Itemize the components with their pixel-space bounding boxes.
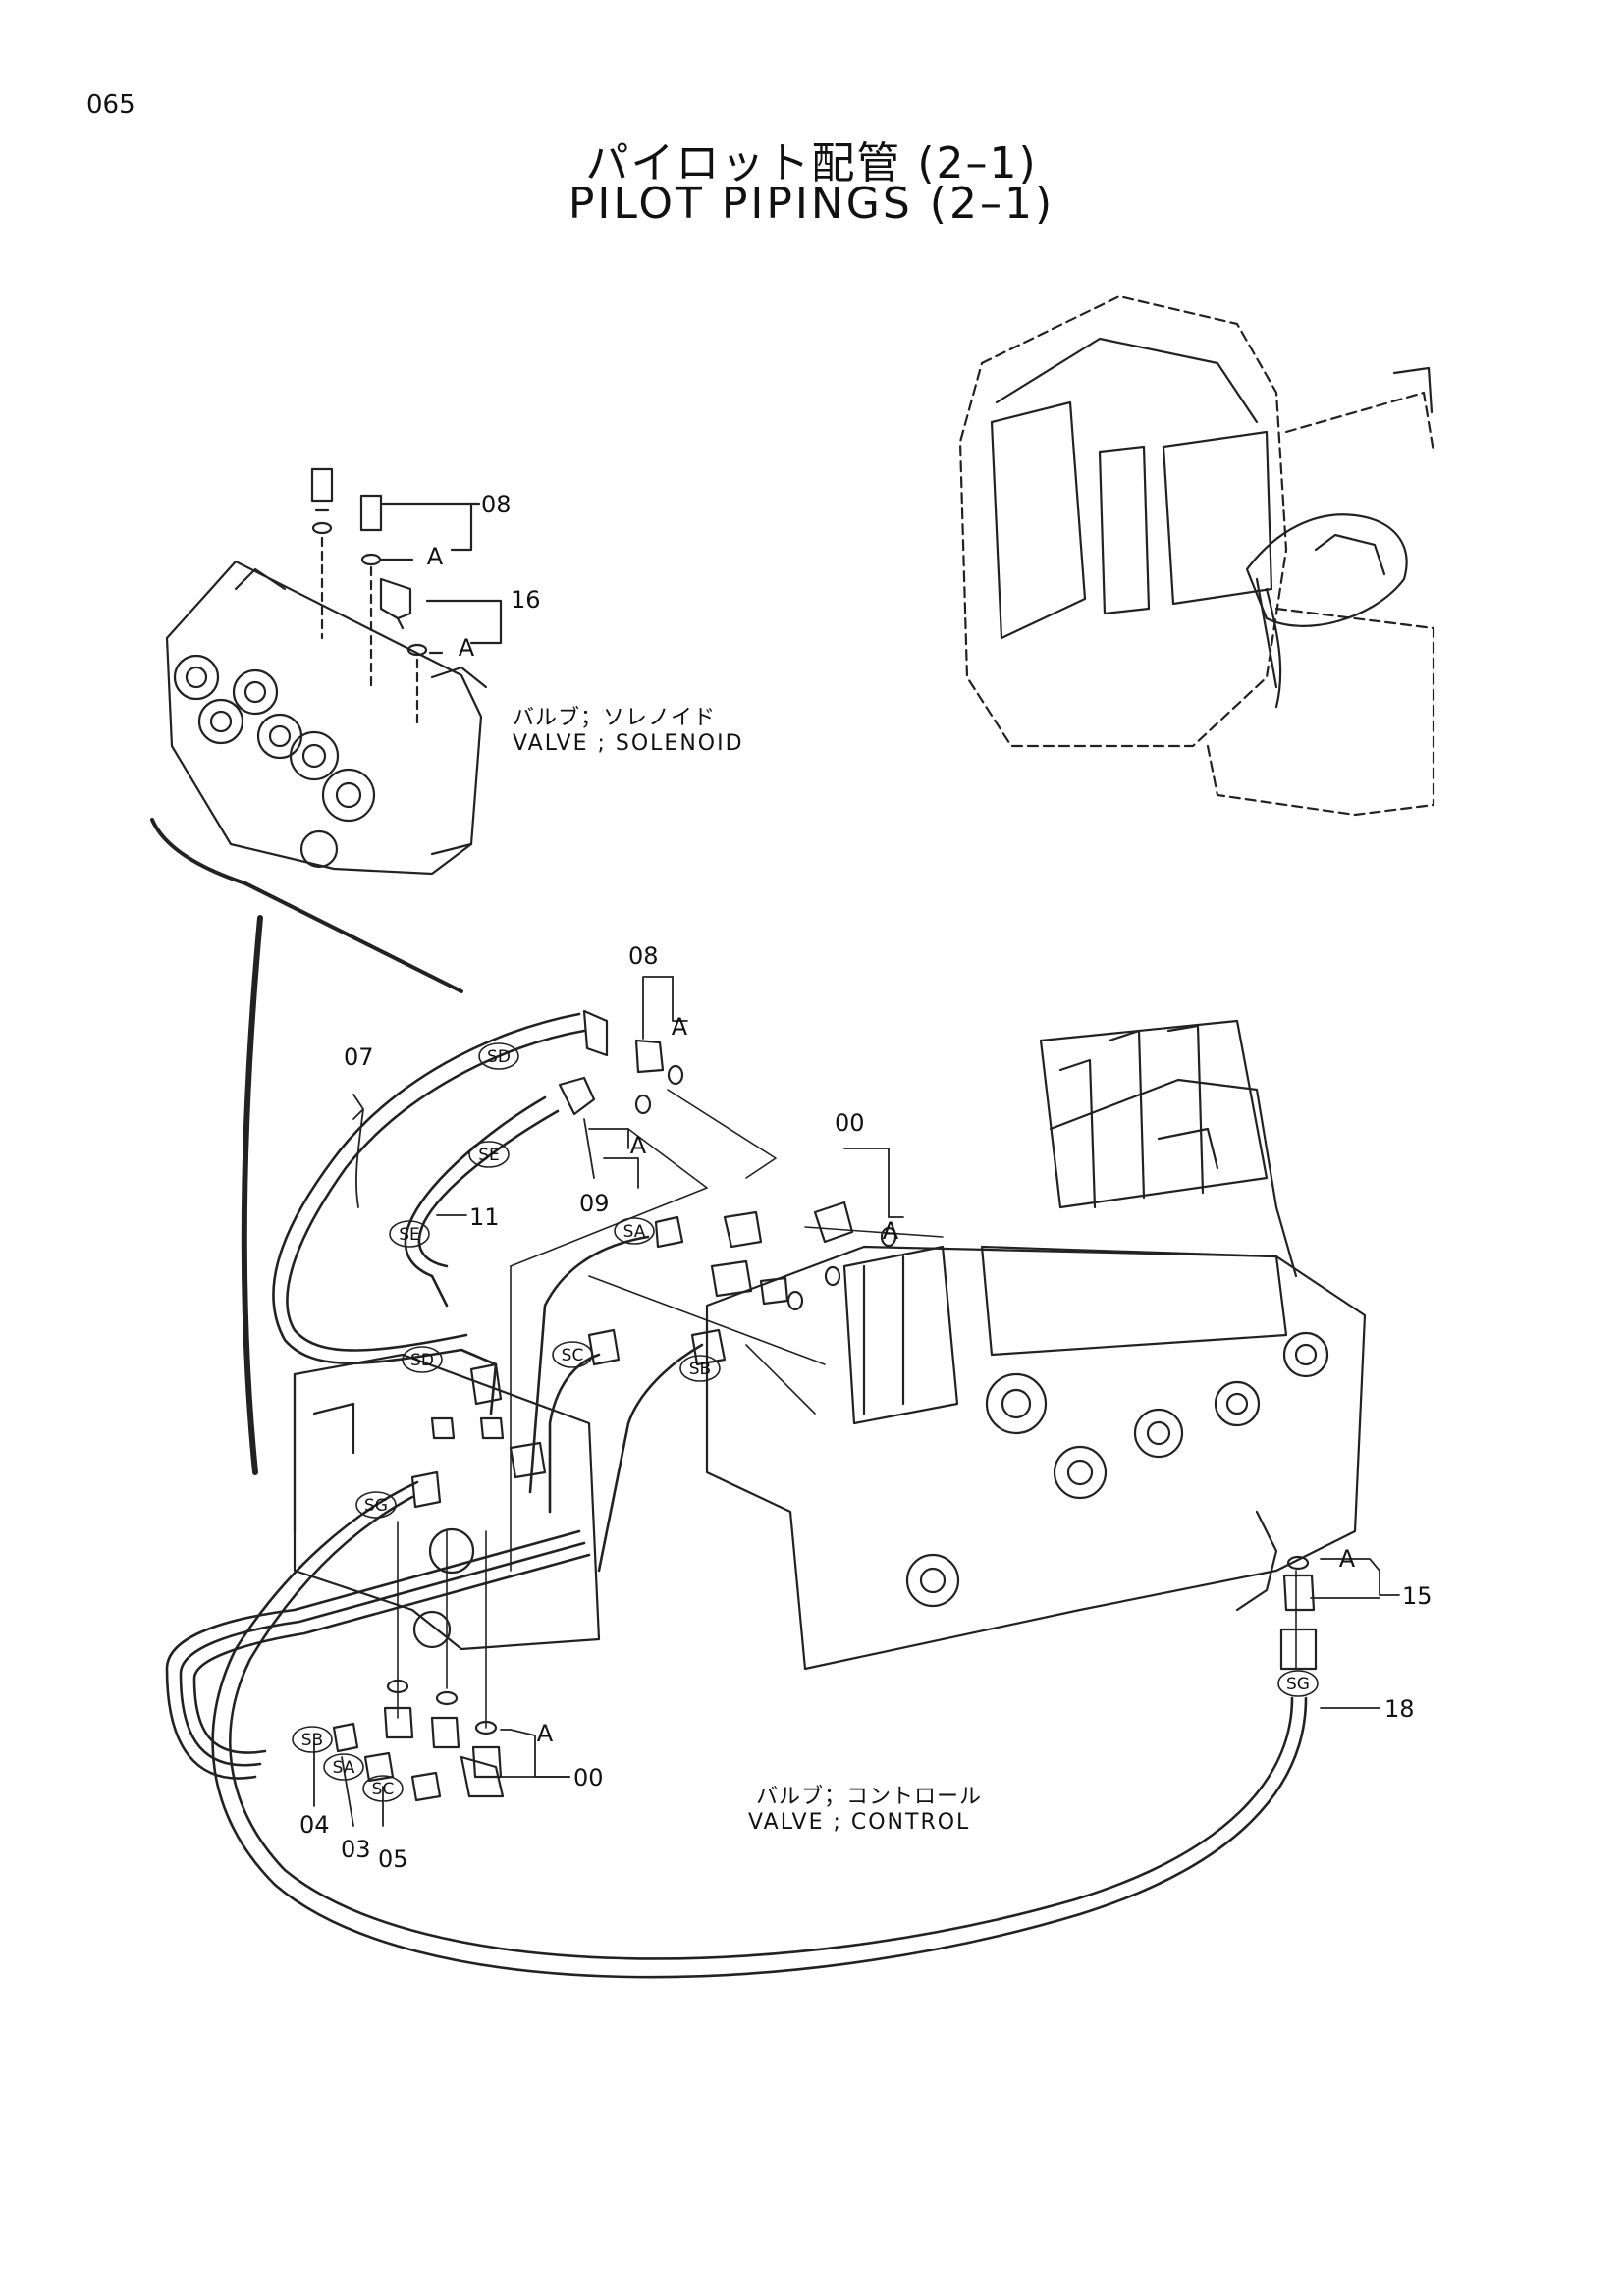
a-tag: A xyxy=(672,1013,688,1041)
callout-16: 16 xyxy=(511,586,541,614)
fittings xyxy=(332,1009,1318,1802)
hose-tag-sd: SD xyxy=(487,1047,511,1067)
a-tag: A xyxy=(537,1720,554,1747)
hose-tag-se: SE xyxy=(399,1225,420,1245)
solenoid-valve-illustration xyxy=(165,467,503,876)
hose-tag-sg: SG xyxy=(364,1496,388,1516)
hose-tag-labels: SD SE SE SA SC SB SD SG SG SB SA SC xyxy=(301,1047,1310,1799)
a-tag: A xyxy=(459,634,475,662)
solenoid-valve-caption-jp: バルブ；ソレノイド xyxy=(513,706,717,730)
callout-07: 07 xyxy=(344,1043,374,1071)
manifold-block-illustration xyxy=(293,1353,601,1651)
callout-11: 11 xyxy=(469,1203,500,1231)
hose-tag-sb: SB xyxy=(301,1731,323,1750)
callout-08: 08 xyxy=(628,942,659,970)
a-tag: A xyxy=(630,1132,647,1159)
solenoid-valve-caption-en: VALVE ; SOLENOID xyxy=(513,731,744,756)
a-tag: A xyxy=(883,1217,899,1245)
hose-tag-sa: SA xyxy=(623,1222,646,1242)
detail-connector-line xyxy=(241,915,263,1475)
excavator-cab-illustration xyxy=(958,294,1435,817)
title-japanese: パイロット配管 (2–1) xyxy=(585,138,1038,188)
callout-09: 09 xyxy=(579,1190,610,1217)
callout-03: 03 xyxy=(341,1836,371,1863)
title-english: PILOT PIPINGS (2–1) xyxy=(568,179,1055,229)
hose-tag-sd: SD xyxy=(410,1351,434,1370)
hose-tag-sc: SC xyxy=(562,1346,584,1365)
callout-04: 04 xyxy=(299,1811,330,1839)
callout-00: 00 xyxy=(835,1109,865,1137)
detail-connector xyxy=(150,818,463,993)
control-valve-illustration xyxy=(705,1019,1367,1671)
a-tag: A xyxy=(427,543,444,570)
callout-00: 00 xyxy=(573,1764,604,1791)
page-number: 065 xyxy=(86,90,135,120)
a-tag: A xyxy=(1339,1545,1356,1573)
hose-tag-sg: SG xyxy=(1286,1675,1310,1694)
control-valve-caption-jp: バルブ；コントロール xyxy=(756,1785,983,1809)
hose-tag-sb: SB xyxy=(689,1360,711,1379)
callout-leaders xyxy=(313,976,1400,1827)
callout-08: 08 xyxy=(481,491,512,518)
hose-tags xyxy=(292,1042,1319,1802)
callout-18: 18 xyxy=(1384,1695,1415,1723)
callout-15: 15 xyxy=(1402,1582,1433,1610)
hoses xyxy=(165,1012,1308,1979)
guide-lines xyxy=(397,1089,1297,1729)
a-tags: A A A A A A A xyxy=(427,543,1356,1747)
control-valve-caption-en: VALVE ; CONTROL xyxy=(748,1810,971,1835)
hose-tag-se: SE xyxy=(478,1146,500,1165)
hose-tag-sa: SA xyxy=(333,1758,355,1778)
callout-05: 05 xyxy=(378,1845,408,1873)
hose-tag-sc: SC xyxy=(372,1780,395,1799)
